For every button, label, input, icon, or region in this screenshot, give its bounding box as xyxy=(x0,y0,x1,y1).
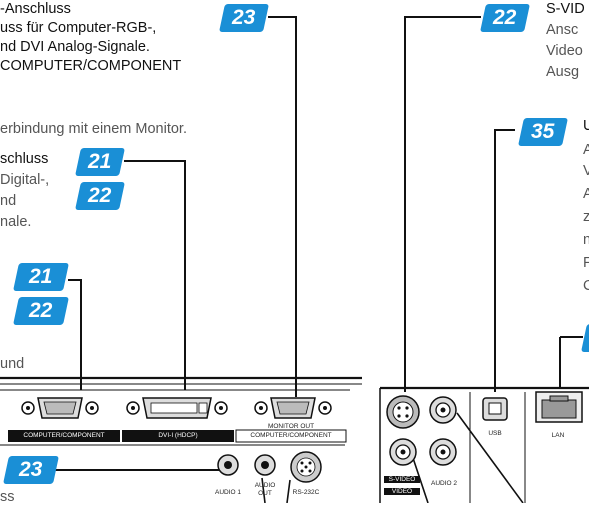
callout-text: erbindung mit einem Monitor. xyxy=(0,121,187,137)
label-audio1: AUDIO 1 xyxy=(214,489,241,496)
vga-port-monitor-out xyxy=(254,397,332,419)
vga-port-computer xyxy=(21,397,99,419)
lan-port xyxy=(535,391,583,423)
page-ref-badge: 22 xyxy=(480,4,530,32)
audio-out-jack xyxy=(254,454,276,476)
callout-text: Ausg xyxy=(546,64,580,80)
svideo-port xyxy=(386,395,420,429)
callout-text: Ansc xyxy=(546,22,579,38)
callout-text: nale. xyxy=(0,214,32,230)
callout-text: schluss xyxy=(0,151,49,167)
callout-text: uss für Computer-RGB-, xyxy=(0,20,157,36)
dvi-port xyxy=(126,397,228,419)
callout-text: COMPUTER/COMPONENT xyxy=(0,58,182,74)
label-dvi: DVI-I (HDCP) xyxy=(122,432,234,439)
leader-line-21-bottom xyxy=(68,279,82,390)
label-computer-component: COMPUTER/COMPONENT xyxy=(8,432,120,439)
label-lan: LAN xyxy=(551,432,565,439)
video-jack xyxy=(389,438,417,466)
audio2-jack-upper xyxy=(429,396,457,424)
leader-line-22 xyxy=(404,16,481,392)
audio1-jack xyxy=(217,454,239,476)
usb-port xyxy=(482,397,508,421)
callout-text: Video xyxy=(546,43,583,59)
callout-text: C xyxy=(583,278,589,294)
callout-text: A xyxy=(583,186,589,202)
page-ref-badge: 22 xyxy=(75,182,125,210)
callout-text: nd DVI Analog-Signale. xyxy=(0,39,150,55)
label-rs232c: RS-232C xyxy=(292,489,320,496)
label-audio-out: AUDIO xyxy=(254,482,276,489)
callout-text: nd xyxy=(0,193,17,209)
leader-line-23 xyxy=(268,16,297,397)
label-audio-out-sub: OUT xyxy=(258,490,272,497)
callout-text: ss xyxy=(0,489,15,505)
rs232c-port xyxy=(290,451,322,483)
page-ref-badge: 21 xyxy=(13,263,69,291)
callout-text: Digital-, xyxy=(0,172,50,188)
label-audio2: AUDIO 2 xyxy=(430,480,457,487)
callout-text: und xyxy=(0,356,25,372)
page-ref-badge: 35 xyxy=(518,118,568,146)
label-monitor-out: MONITOR OUT xyxy=(267,423,315,430)
page-ref-badge: 23 xyxy=(3,456,59,484)
label-monitor-out-sub: COMPUTER/COMPONENT xyxy=(250,432,332,439)
label-svideo: S-VIDEO xyxy=(384,476,420,483)
leader-line-23-bottom xyxy=(52,462,231,471)
callout-text: U xyxy=(583,118,589,134)
callout-text: n xyxy=(583,232,589,248)
callout-text: S-VID xyxy=(546,1,585,17)
callout-text: F xyxy=(583,255,589,271)
leader-line-35 xyxy=(494,129,515,392)
callout-text: -Anschluss xyxy=(0,1,71,17)
leader-line-21-top xyxy=(124,160,186,390)
page-ref-badge: 22 xyxy=(13,297,69,325)
callout-text: A xyxy=(583,142,589,158)
callout-text: V xyxy=(583,163,589,179)
label-video: VIDEO xyxy=(384,488,420,495)
audio2-jack-lower xyxy=(429,438,457,466)
page-ref-badge: 23 xyxy=(219,4,269,32)
page-ref-badge: 21 xyxy=(75,148,125,176)
label-usb: USB xyxy=(488,430,502,437)
callout-text: z xyxy=(583,209,589,225)
